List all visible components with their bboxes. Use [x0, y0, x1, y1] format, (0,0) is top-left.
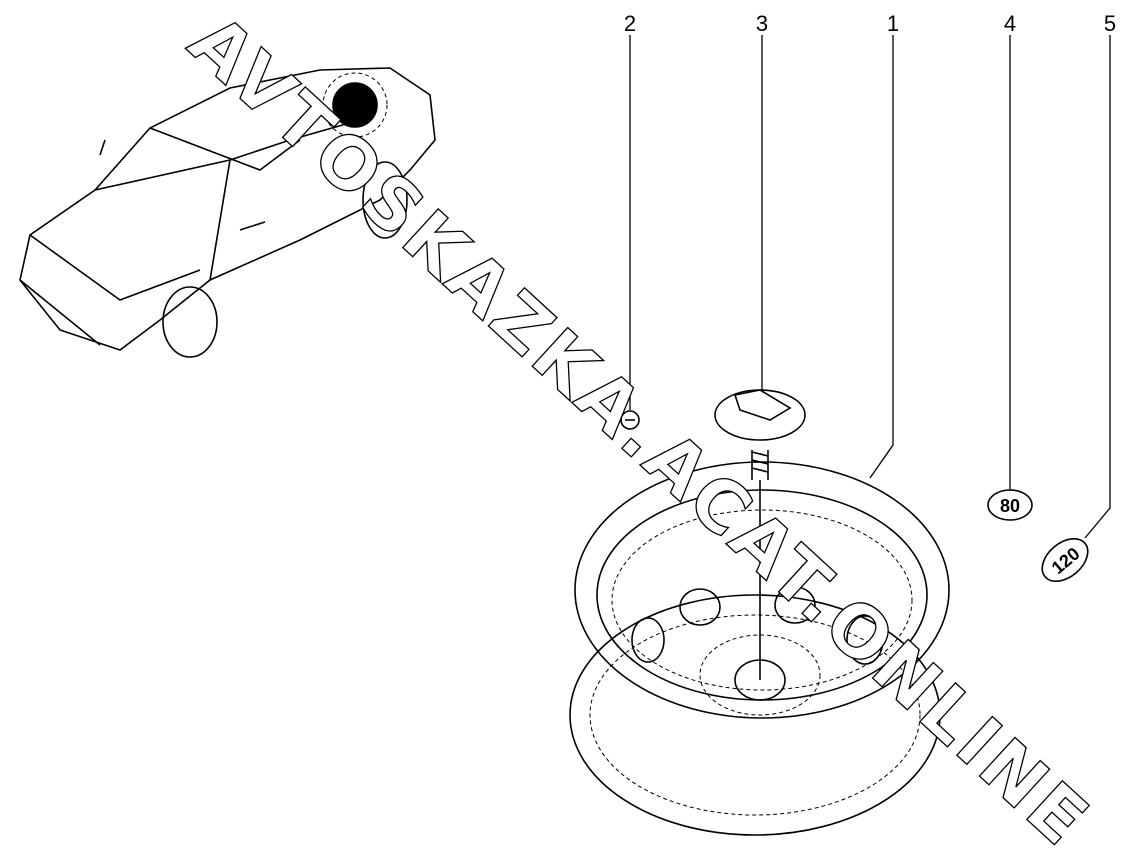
callout-4: 4	[1004, 11, 1016, 36]
leader-lines	[629, 35, 1111, 539]
part-3-clamp	[714, 389, 806, 480]
watermark: AVTOSKAZKA.ACAT.ONLINE	[174, 0, 1107, 853]
callout-2: 2	[624, 11, 636, 36]
part-2-plug	[620, 410, 640, 430]
label-4-text: 80	[1000, 496, 1020, 516]
part-1-wheel	[569, 461, 950, 836]
callout-1: 1	[887, 11, 899, 36]
callout-3: 3	[756, 11, 768, 36]
callout-5: 5	[1104, 11, 1116, 36]
part-4-label: 80	[987, 489, 1033, 521]
car-illustration	[19, 67, 436, 358]
part-5-label: 120	[1041, 538, 1089, 582]
